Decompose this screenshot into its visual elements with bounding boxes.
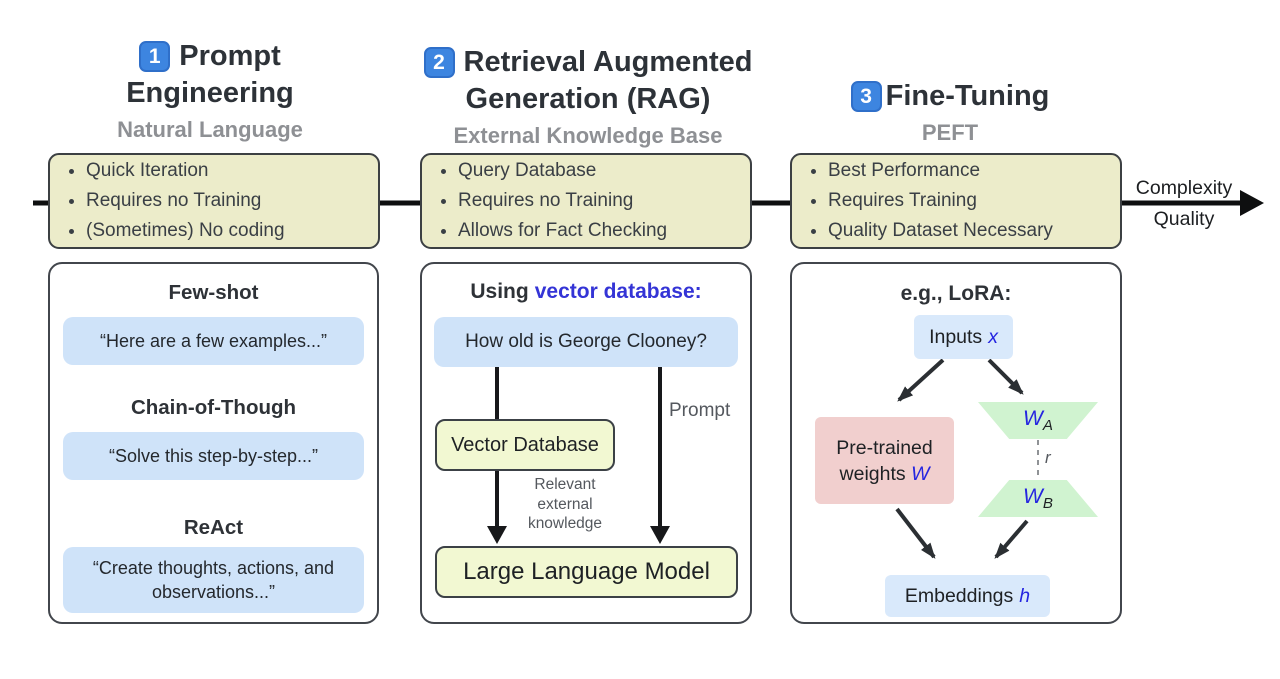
vector-database-node: Vector Database — [435, 419, 615, 471]
feature-item: Quality Dataset Necessary — [828, 216, 1053, 246]
section-heading-react: ReAct — [183, 516, 244, 539]
header-rag: 2 Retrieval Augmented Generation (RAG) E… — [408, 44, 768, 149]
header-3-line1: Fine-Tuning — [885, 80, 1050, 112]
lora-b-sub: B — [1042, 495, 1053, 513]
feature-box-fine-tuning: Best Performance Requires Training Quali… — [790, 153, 1122, 249]
quote-chain-of-thought: “Solve this step-by-step...” — [63, 432, 364, 480]
section-heading-chain-of-thought: Chain-of-Though — [130, 396, 297, 419]
lora-a-sub: A — [1042, 417, 1053, 435]
lora-a-var: W — [1023, 406, 1043, 430]
axis-label-quality: Quality — [1153, 208, 1215, 230]
lora-b-var: W — [1023, 484, 1043, 508]
feature-item: Requires Training — [828, 186, 1053, 216]
pretrained-weights-node: Pre-trained weights W — [815, 417, 954, 504]
step-1-badge: 1 — [139, 41, 171, 72]
relevant-knowledge-note: Relevant external knowledge — [527, 476, 603, 532]
feature-item: Quick Iteration — [86, 156, 285, 186]
prompt-arrow-label: Prompt — [669, 400, 731, 421]
rag-question-box: How old is George Clooney? — [434, 317, 738, 367]
inputs-var-x: x — [988, 325, 998, 348]
header-1-line1: Prompt — [179, 40, 281, 72]
feature-item: Requires no Training — [86, 186, 285, 216]
embeddings-label: Embeddings — [904, 584, 1014, 607]
header-2-subtitle: External Knowledge Base — [453, 123, 723, 148]
feature-item: (Sometimes) No coding — [86, 216, 285, 246]
axis-label-complexity: Complexity — [1135, 177, 1233, 199]
rag-heading-prefix: Using — [470, 280, 529, 303]
pretrained-label2: weights — [839, 462, 906, 485]
feature-item: Requires no Training — [458, 186, 667, 216]
header-1-line2: Engineering — [126, 77, 294, 109]
header-2-line1: Retrieval Augmented — [463, 46, 753, 78]
pretrained-line1: Pre-trained — [836, 436, 933, 459]
header-prompt-engineering: 1 Prompt Engineering Natural Language — [40, 38, 380, 143]
quote-react: “Create thoughts, actions, and observati… — [63, 547, 364, 613]
lora-heading: e.g., LoRA: — [900, 282, 1012, 305]
embeddings-var-h: h — [1019, 584, 1031, 607]
rank-label: r — [1045, 448, 1051, 467]
quote-few-shot: “Here are a few examples...” — [63, 317, 364, 365]
header-1-subtitle: Natural Language — [117, 117, 303, 142]
header-3-subtitle: PEFT — [921, 120, 979, 145]
feature-item: Allows for Fact Checking — [458, 216, 667, 246]
feature-box-prompt-engineering: Quick Iteration Requires no Training (So… — [48, 153, 380, 249]
feature-item: Query Database — [458, 156, 667, 186]
large-language-model-node: Large Language Model — [435, 546, 738, 598]
header-2-line2: Generation (RAG) — [465, 83, 711, 115]
pretrained-var-w: W — [911, 462, 930, 485]
feature-box-rag: Query Database Requires no Training Allo… — [420, 153, 752, 249]
panel-prompt-engineering: Few-shot “Here are a few examples...” Ch… — [48, 262, 379, 624]
section-heading-few-shot: Few-shot — [168, 281, 259, 304]
step-2-badge: 2 — [423, 47, 455, 78]
feature-item: Best Performance — [828, 156, 1053, 186]
header-fine-tuning: 3 Fine-Tuning PEFT — [790, 78, 1110, 146]
lora-arrows — [895, 358, 1039, 559]
inputs-label: Inputs — [929, 325, 983, 348]
rag-heading-highlight: vector database: — [534, 280, 702, 303]
step-3-badge: 3 — [850, 81, 882, 112]
